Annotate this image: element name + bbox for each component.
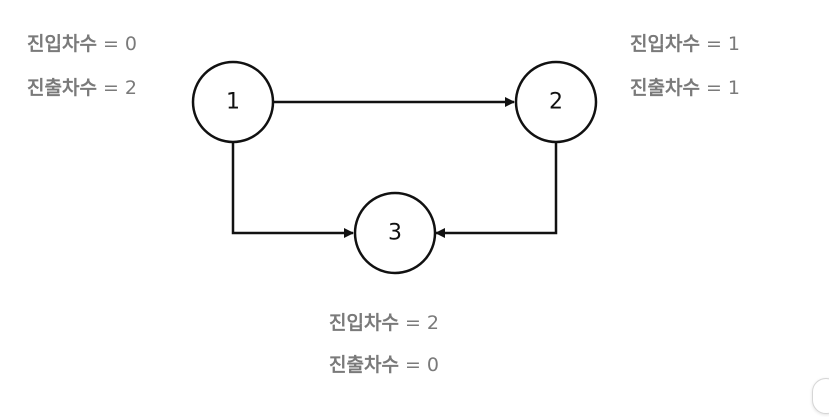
out-degree-value: = 2 xyxy=(102,77,138,99)
floating-scroll-button[interactable] xyxy=(812,378,829,414)
in-degree-key: 진입차수 xyxy=(329,312,399,334)
node-2-label: 2 xyxy=(549,90,563,115)
in-degree-value: = 1 xyxy=(705,33,741,55)
node-1-out-degree: 진출차수 = 2 xyxy=(27,76,137,100)
in-degree-key: 진입차수 xyxy=(630,33,700,55)
out-degree-key: 진출차수 xyxy=(329,354,399,376)
out-degree-value: = 1 xyxy=(705,77,741,99)
node-1-label: 1 xyxy=(226,90,240,115)
edge-2-to-3 xyxy=(435,142,558,238)
edge-1-to-3 xyxy=(231,142,354,238)
node-3-in-degree: 진입차수 = 2 xyxy=(329,311,439,335)
node-3: 3 xyxy=(353,191,437,275)
in-degree-value: = 0 xyxy=(102,33,138,55)
node-2-in-degree: 진입차수 = 1 xyxy=(630,32,740,56)
out-degree-key: 진출차수 xyxy=(630,77,700,99)
in-degree-key: 진입차수 xyxy=(27,33,97,55)
node-2-out-degree: 진출차수 = 1 xyxy=(630,76,740,100)
out-degree-value: = 0 xyxy=(404,354,440,376)
in-degree-value: = 2 xyxy=(404,312,440,334)
node-1: 1 xyxy=(191,60,275,144)
node-1-in-degree: 진입차수 = 0 xyxy=(27,32,137,56)
node-3-label: 3 xyxy=(388,221,402,246)
out-degree-key: 진출차수 xyxy=(27,77,97,99)
node-2: 2 xyxy=(514,60,598,144)
node-3-out-degree: 진출차수 = 0 xyxy=(329,353,439,377)
